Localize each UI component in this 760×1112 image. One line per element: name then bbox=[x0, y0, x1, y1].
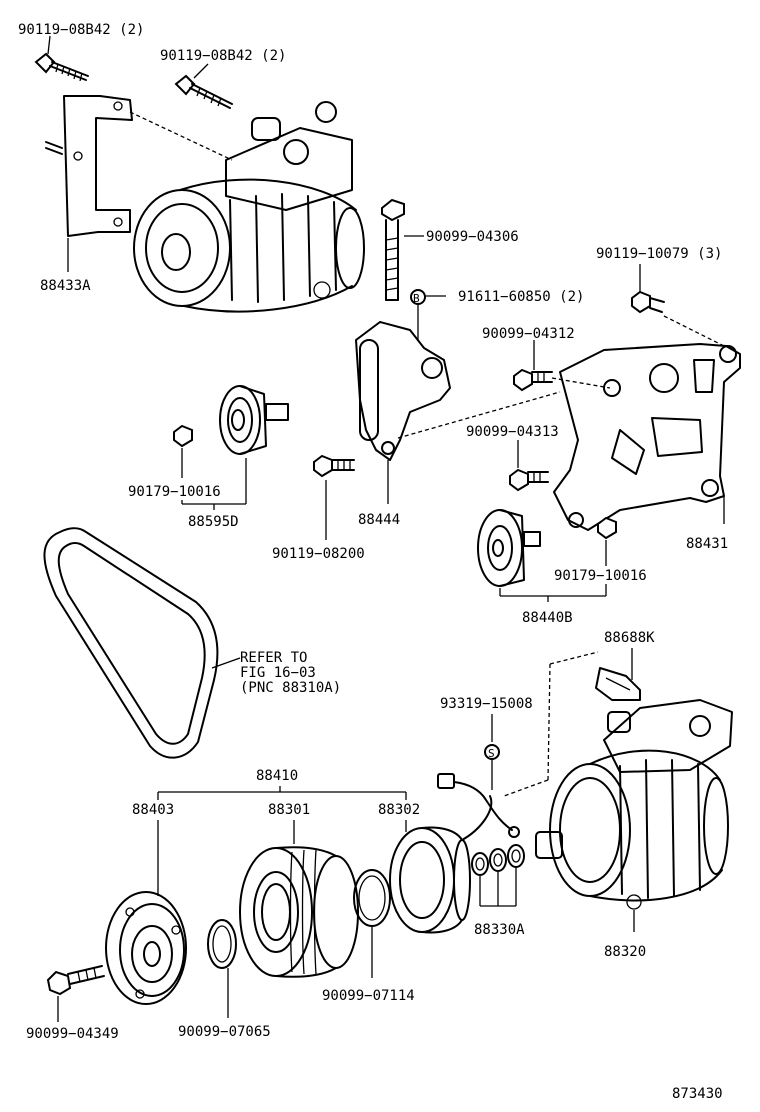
label-88320: 88320 bbox=[604, 944, 646, 960]
compressor-assembly-top bbox=[133, 101, 365, 313]
label-90099-04349: 90099−04349 bbox=[26, 1026, 119, 1042]
label-88301: 88301 bbox=[268, 802, 310, 818]
refer-to-line1: REFER TO bbox=[240, 650, 307, 666]
label-88433A: 88433A bbox=[40, 278, 91, 294]
pressure-plate-88403 bbox=[105, 891, 187, 1005]
label-90099-04313: 90099−04313 bbox=[466, 424, 559, 440]
bolt-90099-04313 bbox=[509, 468, 549, 492]
bolt-90099-04306 bbox=[381, 198, 405, 301]
bolt-90119-08B42-right bbox=[174, 74, 233, 109]
bolt-90119-10079 bbox=[631, 290, 665, 314]
label-88403: 88403 bbox=[132, 802, 174, 818]
bracket-88431 bbox=[553, 343, 741, 531]
bracket-88688K bbox=[595, 667, 641, 701]
nut-90179-10016-left bbox=[173, 424, 193, 448]
bracket-88433A bbox=[45, 95, 133, 237]
pulley-88301 bbox=[239, 846, 359, 978]
compressor-88320 bbox=[535, 699, 733, 910]
bolt-90099-04312 bbox=[513, 368, 553, 392]
label-90119-10079: 90119−10079 (3) bbox=[596, 246, 722, 262]
label-91611-60850: 91611−60850 (2) bbox=[458, 289, 584, 305]
marker-b: B bbox=[413, 292, 420, 305]
idler-pulley-88595D bbox=[219, 385, 289, 455]
snap-ring-90099-07114 bbox=[353, 869, 391, 927]
label-90119-08B42-left: 90119−08B42 (2) bbox=[18, 22, 144, 38]
bolt-90119-08B42-left bbox=[34, 52, 89, 82]
label-88410: 88410 bbox=[256, 768, 298, 784]
label-88431: 88431 bbox=[686, 536, 728, 552]
marker-s-circle bbox=[484, 744, 500, 760]
v-belt bbox=[43, 527, 219, 759]
marker-b-circle bbox=[410, 289, 426, 305]
label-88440B: 88440B bbox=[522, 610, 573, 626]
bracket-88444 bbox=[355, 321, 451, 461]
label-90099-07065: 90099−07065 bbox=[178, 1024, 271, 1040]
label-90099-04306: 90099−04306 bbox=[426, 229, 519, 245]
idler-pulley-88440B bbox=[477, 509, 541, 587]
label-88444: 88444 bbox=[358, 512, 400, 528]
nut-90179-10016-right bbox=[597, 516, 617, 540]
label-93319-15008: 93319−15008 bbox=[440, 696, 533, 712]
refer-to-line2: FIG 16−03 bbox=[240, 665, 316, 681]
label-90099-07114: 90099−07114 bbox=[322, 988, 415, 1004]
label-90179-10016-left: 90179−10016 bbox=[128, 484, 221, 500]
shims-88330A bbox=[471, 844, 525, 876]
field-coil-88302 bbox=[389, 826, 471, 934]
label-90119-08200: 90119−08200 bbox=[272, 546, 365, 562]
label-88688K: 88688K bbox=[604, 630, 655, 646]
label-90099-04312: 90099−04312 bbox=[482, 326, 575, 342]
bolt-90119-08200 bbox=[313, 454, 355, 478]
snap-ring-90099-07065 bbox=[207, 919, 237, 969]
label-88595D: 88595D bbox=[188, 514, 239, 530]
refer-to-line3: (PNC 88310A) bbox=[240, 680, 341, 696]
label-88302: 88302 bbox=[378, 802, 420, 818]
label-88330A: 88330A bbox=[474, 922, 525, 938]
figure-number: 873430 bbox=[672, 1086, 723, 1102]
bolt-90099-04349 bbox=[46, 965, 105, 996]
label-90119-08B42-right: 90119−08B42 (2) bbox=[160, 48, 286, 64]
thermal-sensor-harness bbox=[437, 773, 520, 841]
marker-s: S bbox=[488, 747, 495, 760]
label-90179-10016-right: 90179−10016 bbox=[554, 568, 647, 584]
